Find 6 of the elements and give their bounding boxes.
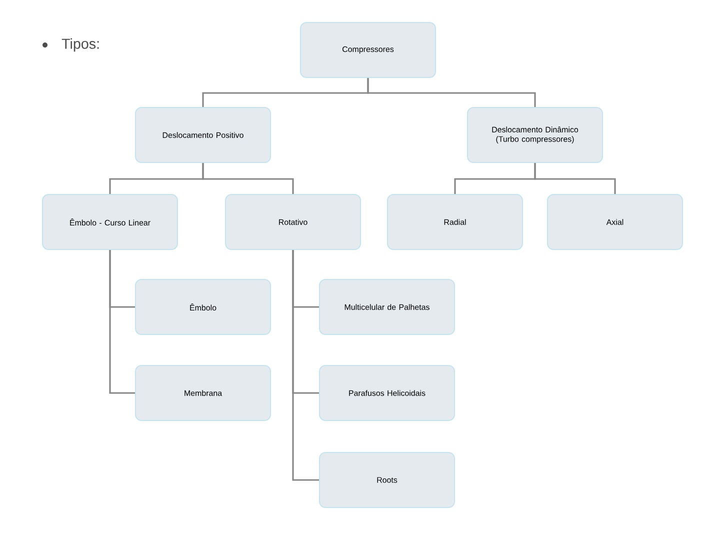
connector-line	[534, 163, 616, 194]
heading: Tipos:	[62, 38, 99, 52]
connector-line	[109, 250, 135, 394]
connector-line	[292, 250, 319, 481]
connector-line	[202, 163, 294, 194]
connector-line	[367, 78, 536, 107]
